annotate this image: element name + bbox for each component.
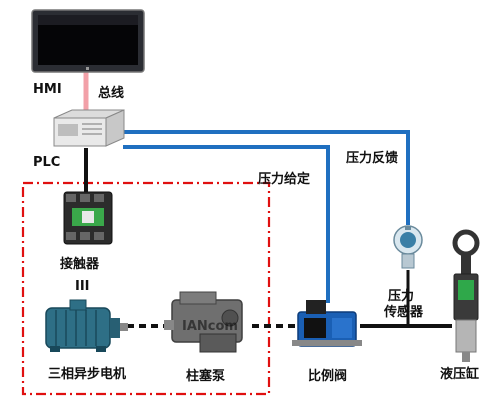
plc-device bbox=[53, 109, 125, 147]
pressure-feedback-label: 压力反馈 bbox=[346, 150, 398, 166]
watermark-text: IANcom bbox=[182, 319, 238, 334]
pressure-setpoint-label: 压力给定 bbox=[258, 171, 310, 187]
proportional-valve-label: 比例阀 bbox=[308, 368, 347, 384]
pressure-sensor-label-line2: 传感器 bbox=[383, 304, 424, 320]
pressure-sensor-label-line1: 压力 bbox=[388, 288, 414, 304]
contactor-device bbox=[63, 191, 113, 245]
plc-label: PLC bbox=[33, 155, 60, 170]
piston-pump-label: 柱塞泵 bbox=[186, 368, 225, 384]
pressure-feedback-line bbox=[118, 130, 410, 225]
pressure-setpoint-line bbox=[123, 145, 330, 303]
async-motor-label: 三相异步电机 bbox=[48, 366, 126, 382]
hmi-device bbox=[31, 9, 145, 73]
piston-pump bbox=[164, 291, 243, 353]
hydraulic-cylinder-label: 液压缸 bbox=[440, 366, 479, 382]
hmi-label: HMI bbox=[33, 82, 62, 97]
three-phase-motor bbox=[45, 299, 128, 352]
proportional-valve bbox=[292, 300, 362, 347]
contactor-label: 接触器 bbox=[60, 256, 100, 272]
contactor-to-motor-mark: III bbox=[75, 279, 90, 294]
hydraulic-cylinder bbox=[452, 229, 480, 362]
motor-pump-group-boundary bbox=[21, 181, 271, 396]
pressure-sensor bbox=[393, 225, 423, 269]
bus-label: 总线 bbox=[98, 85, 124, 101]
